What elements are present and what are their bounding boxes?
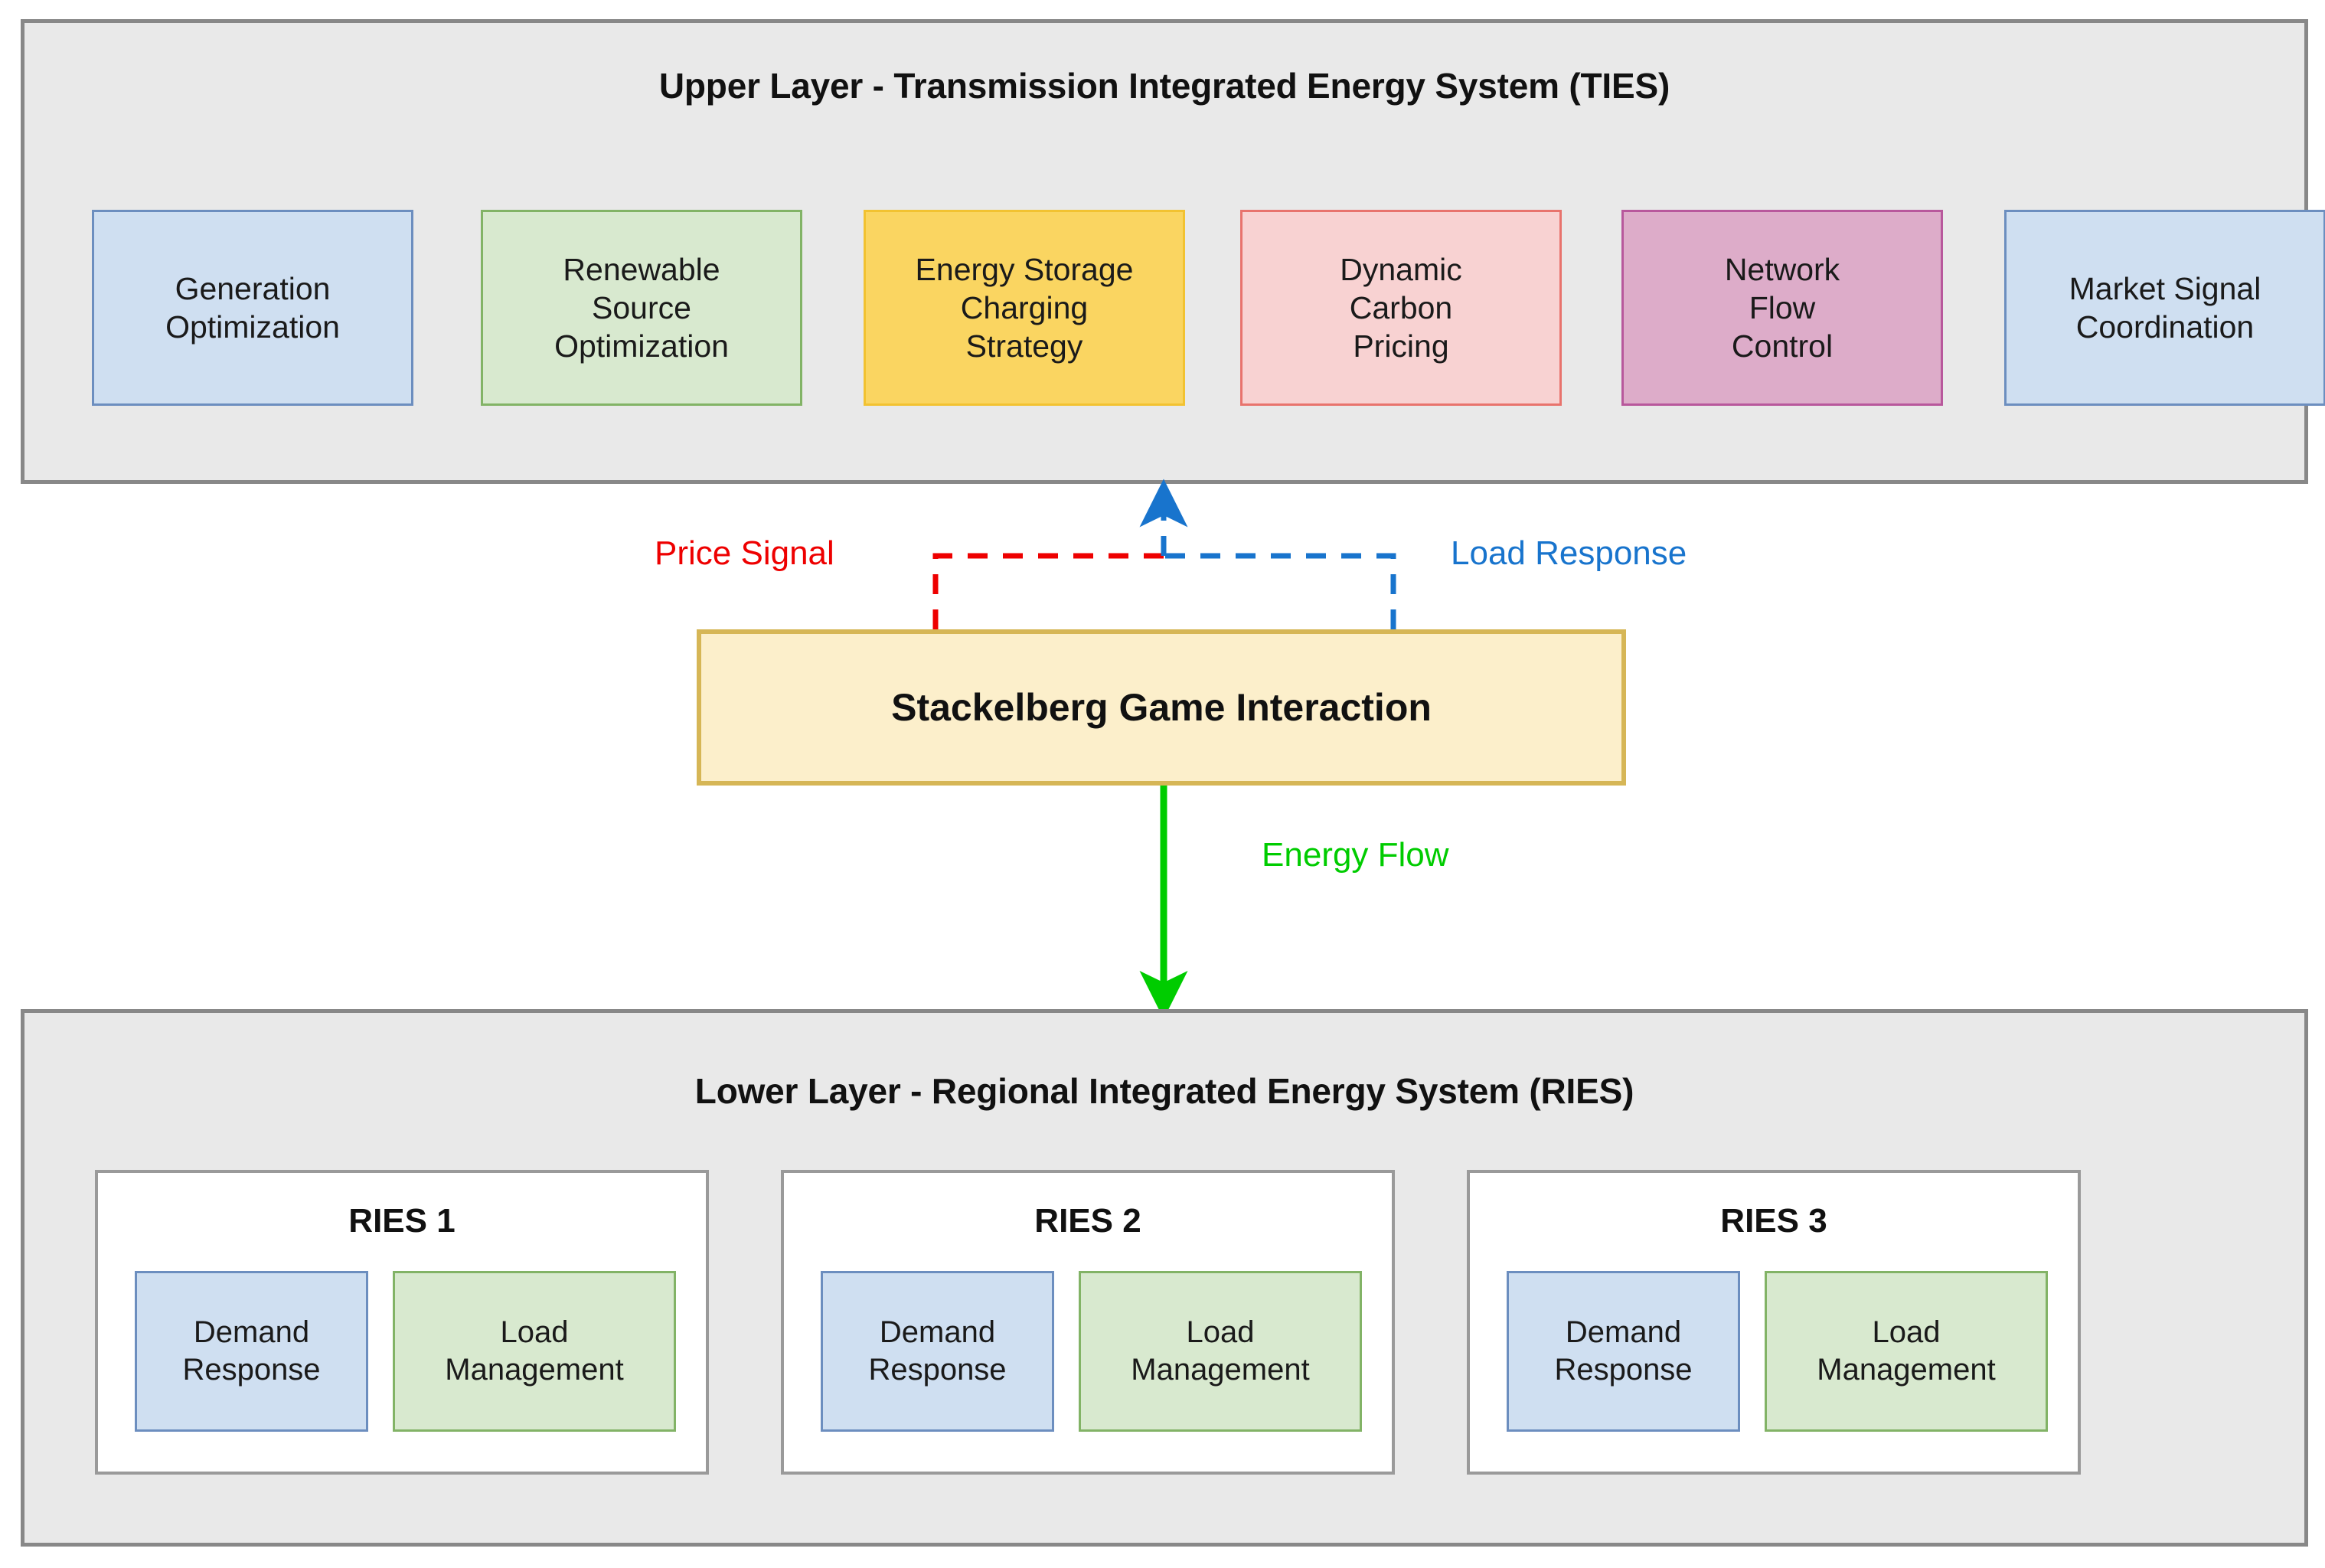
ries-region-title: RIES 3 (1720, 1202, 1827, 1240)
load-response-connector (1164, 553, 1396, 629)
stackelberg-game-interaction-box[interactable]: Stackelberg Game Interaction (697, 629, 1626, 786)
energy-flow-label: Energy Flow (1262, 836, 1449, 874)
price-signal-connector (932, 553, 1164, 629)
lower-layer-title: Lower Layer - Regional Integrated Energy… (694, 1071, 1634, 1111)
ries-region-title: RIES 1 (348, 1202, 456, 1240)
stackelberg-label: Stackelberg Game Interaction (891, 686, 1432, 729)
ries-region-title: RIES 2 (1034, 1202, 1141, 1240)
price-signal-label: Price Signal (655, 534, 834, 572)
load-response-label: Load Response (1451, 534, 1687, 572)
upper-layer-title: Upper Layer - Transmission Integrated En… (658, 66, 1670, 106)
